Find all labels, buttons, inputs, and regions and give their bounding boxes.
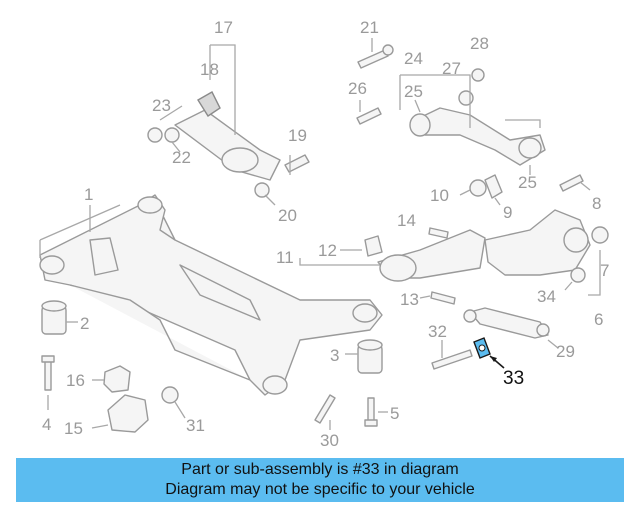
bolt-32 (431, 340, 473, 370)
callout-28: 28 (470, 34, 489, 53)
bolt-14 (428, 227, 449, 239)
callout-29: 29 (556, 342, 575, 361)
callout-9: 9 (503, 203, 512, 222)
mount-16 (92, 365, 131, 393)
callout-6: 6 (594, 310, 603, 329)
callout-4: 4 (42, 415, 51, 434)
bushing-2 (41, 300, 78, 335)
callout-26: 26 (348, 79, 367, 98)
callout-30: 30 (320, 431, 339, 450)
callout-22: 22 (172, 148, 191, 167)
callout-2: 2 (80, 314, 89, 333)
bolt-5 (364, 397, 388, 427)
bushing-31 (161, 386, 186, 419)
bushing-3 (345, 339, 383, 374)
callout-11: 11 (276, 248, 294, 267)
banner-line-disclaimer: Diagram may not be specific to your vehi… (165, 481, 475, 498)
upper-link-24 (399, 68, 546, 175)
callout-34: 34 (537, 287, 556, 306)
callout-14: 14 (397, 211, 416, 230)
bolt-4 (41, 355, 55, 410)
banner-line-part: Part or sub-assembly is #33 in diagram (181, 461, 459, 478)
callout-21: 21 (360, 18, 379, 37)
callout-3: 3 (330, 346, 339, 365)
bolt-26 (356, 100, 382, 125)
callout-32: 32 (428, 322, 447, 341)
bracket-9 (484, 174, 503, 206)
callout-19: 19 (288, 126, 307, 145)
callout-16: 16 (66, 371, 85, 390)
bolt-30 (314, 394, 336, 430)
callout-25-lower: 25 (518, 173, 537, 192)
callout-18: 18 (200, 60, 219, 79)
subframe (39, 194, 383, 396)
callout-27: 27 (442, 59, 461, 78)
bushing-10 (459, 179, 487, 197)
toe-link-29 (463, 307, 559, 349)
callout-24: 24 (404, 49, 423, 68)
callout-1: 1 (84, 185, 93, 204)
callout-15: 15 (64, 419, 83, 438)
bolt-21 (357, 38, 394, 69)
highlighted-part-33 (473, 337, 505, 369)
callout-20: 20 (278, 206, 297, 225)
mount-15 (91, 394, 149, 433)
lower-control-arm (299, 209, 609, 296)
callout-23: 23 (152, 96, 171, 115)
part-info-banner: Part or sub-assembly is #33 in diagram D… (16, 458, 624, 502)
upper-control-arm (147, 44, 310, 206)
callout-17: 17 (214, 18, 233, 37)
callout-13: 13 (400, 290, 419, 309)
callout-7: 7 (600, 261, 609, 280)
callout-8: 8 (592, 194, 601, 213)
callout-31: 31 (186, 416, 205, 435)
bolt-8 (559, 174, 591, 192)
callout-25-upper: 25 (404, 82, 423, 101)
callout-5: 5 (390, 404, 399, 423)
callout-33: 33 (503, 368, 524, 389)
callout-10: 10 (430, 186, 449, 205)
callout-12: 12 (318, 241, 337, 260)
bolt-13 (419, 291, 456, 305)
